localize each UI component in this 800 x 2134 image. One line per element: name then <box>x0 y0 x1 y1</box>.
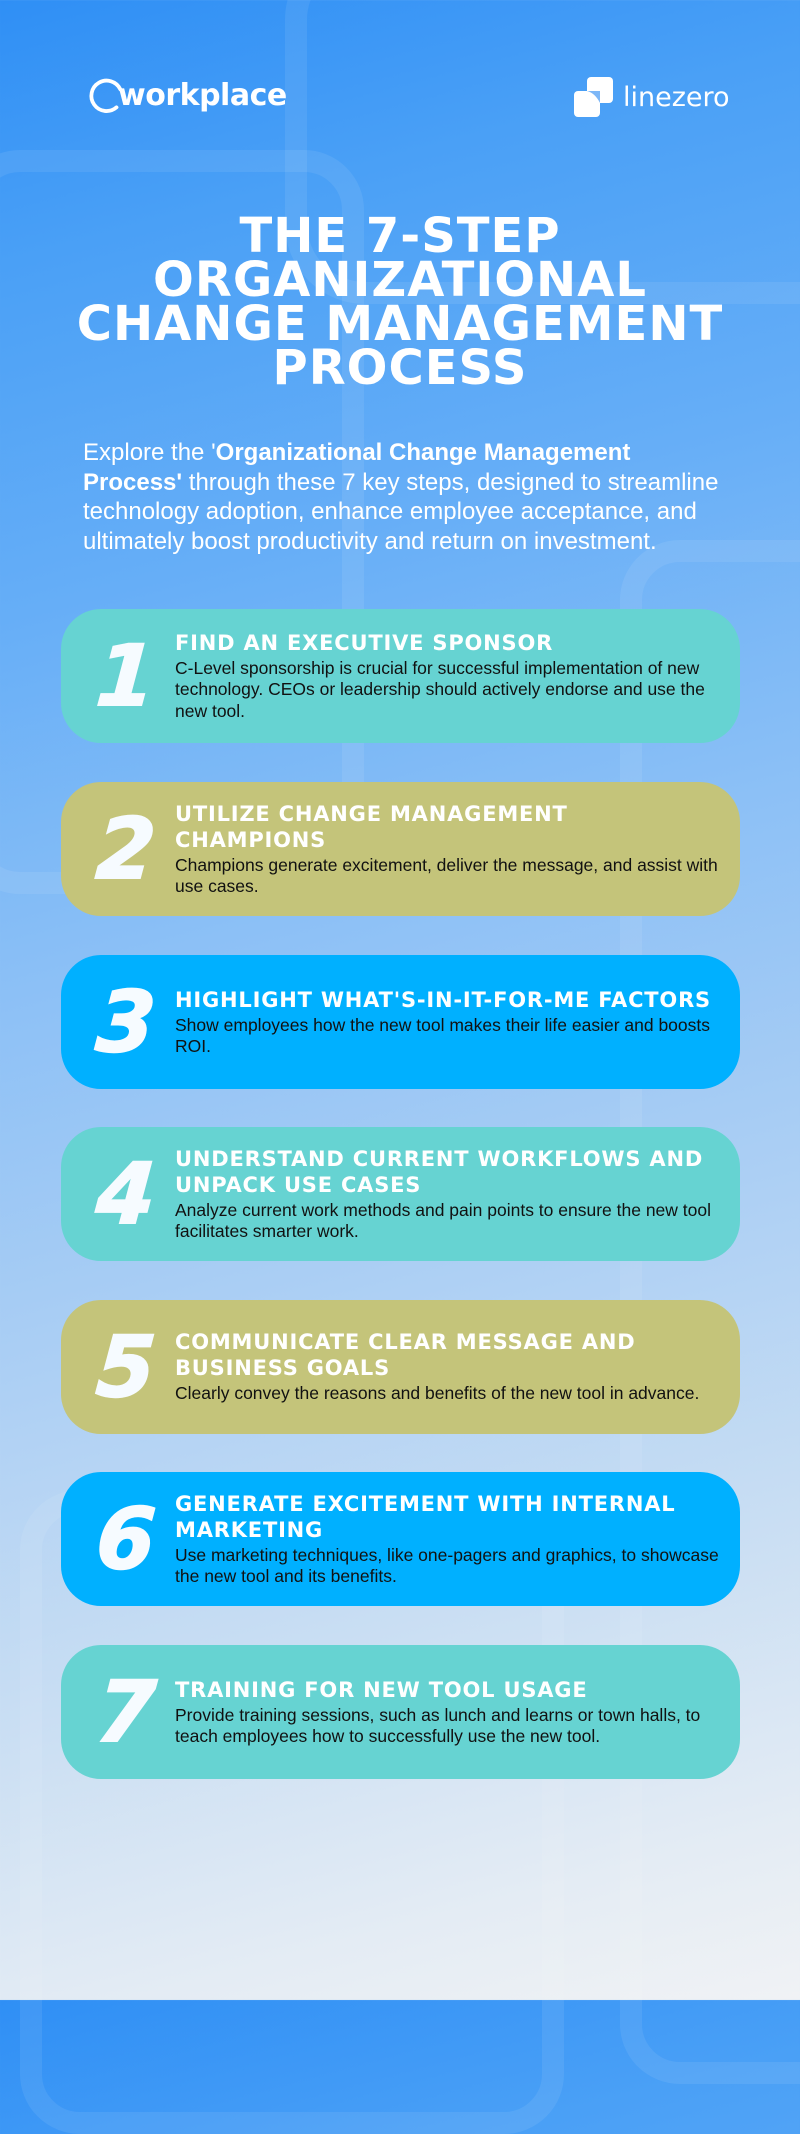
step-content: FIND AN EXECUTIVE SPONSOR C-Level sponso… <box>175 609 726 743</box>
step-number: 2 <box>92 799 159 899</box>
linezero-logo: linezero <box>573 76 730 118</box>
step-description: Clearly convey the reasons and benefits … <box>175 1383 700 1404</box>
step-card-1: 1 FIND AN EXECUTIVE SPONSOR C-Level spon… <box>61 609 740 743</box>
step-description: Show employees how the new tool makes th… <box>175 1014 711 1057</box>
linezero-logo-text: linezero <box>623 81 730 113</box>
step-heading: UNDERSTAND CURRENT WORKFLOWS AND UNPACK … <box>175 1146 704 1197</box>
step-heading: TRAINING FOR NEW TOOL USAGE <box>175 1677 588 1702</box>
workplace-at-icon <box>89 78 123 113</box>
step-description: C-Level sponsorship is crucial for succe… <box>175 657 705 721</box>
intro-suffix: through these 7 key steps, designed to s… <box>83 468 719 555</box>
step-content: GENERATE EXCITEMENT WITH INTERNAL MARKET… <box>175 1472 726 1606</box>
title-line: CHANGE MANAGEMENT <box>76 296 724 353</box>
step-number: 6 <box>92 1489 159 1589</box>
step-heading: UTILIZE CHANGE MANAGEMENT CHAMPIONS <box>175 801 568 852</box>
step-card-5: 5 COMMUNICATE CLEAR MESSAGE AND BUSINESS… <box>61 1300 740 1434</box>
step-description: Provide training sessions, such as lunch… <box>175 1704 701 1747</box>
step-content: UNDERSTAND CURRENT WORKFLOWS AND UNPACK … <box>175 1127 726 1261</box>
step-number: 3 <box>92 972 159 1072</box>
linezero-squares-icon <box>574 77 613 117</box>
intro-prefix: Explore the ' <box>83 439 216 466</box>
step-description: Analyze current work methods and pain po… <box>175 1199 712 1242</box>
step-description: Champions generate excitement, deliver t… <box>175 854 718 897</box>
workplace-logo: workplace <box>88 76 287 114</box>
step-number: 7 <box>92 1662 159 1762</box>
title-line: THE 7-STEP <box>239 208 561 265</box>
step-number: 4 <box>92 1144 159 1244</box>
step-card-4: 4 UNDERSTAND CURRENT WORKFLOWS AND UNPAC… <box>61 1127 740 1261</box>
step-card-2: 2 UTILIZE CHANGE MANAGEMENT CHAMPIONS Ch… <box>61 782 740 916</box>
step-description: Use marketing techniques, like one-pager… <box>175 1544 719 1587</box>
intro-paragraph: Explore the 'Organizational Change Manag… <box>83 438 723 556</box>
step-card-3: 3 HIGHLIGHT WHAT'S-IN-IT-FOR-ME FACTORS … <box>61 955 740 1089</box>
step-content: HIGHLIGHT WHAT'S-IN-IT-FOR-ME FACTORS Sh… <box>175 955 726 1089</box>
title-line: ORGANIZATIONAL <box>153 252 647 309</box>
page-title: THE 7-STEP ORGANIZATIONAL CHANGE MANAGEM… <box>0 208 800 397</box>
step-card-7: 7 TRAINING FOR NEW TOOL USAGE Provide tr… <box>61 1645 740 1779</box>
step-number: 5 <box>92 1317 159 1417</box>
header: workplace linezero <box>0 70 800 120</box>
step-content: COMMUNICATE CLEAR MESSAGE AND BUSINESS G… <box>175 1300 726 1434</box>
step-heading: COMMUNICATE CLEAR MESSAGE AND BUSINESS G… <box>175 1330 636 1381</box>
title-line: PROCESS <box>272 340 528 397</box>
step-heading: GENERATE EXCITEMENT WITH INTERNAL MARKET… <box>175 1491 676 1542</box>
workplace-logo-text: workplace <box>118 77 287 113</box>
step-content: UTILIZE CHANGE MANAGEMENT CHAMPIONS Cham… <box>175 782 726 916</box>
step-heading: HIGHLIGHT WHAT'S-IN-IT-FOR-ME FACTORS <box>175 987 711 1012</box>
step-card-6: 6 GENERATE EXCITEMENT WITH INTERNAL MARK… <box>61 1472 740 1606</box>
step-heading: FIND AN EXECUTIVE SPONSOR <box>175 630 554 655</box>
step-content: TRAINING FOR NEW TOOL USAGE Provide trai… <box>175 1645 726 1779</box>
step-number: 1 <box>92 626 159 726</box>
intro-bold: Organizational Change Management Process… <box>83 439 631 496</box>
